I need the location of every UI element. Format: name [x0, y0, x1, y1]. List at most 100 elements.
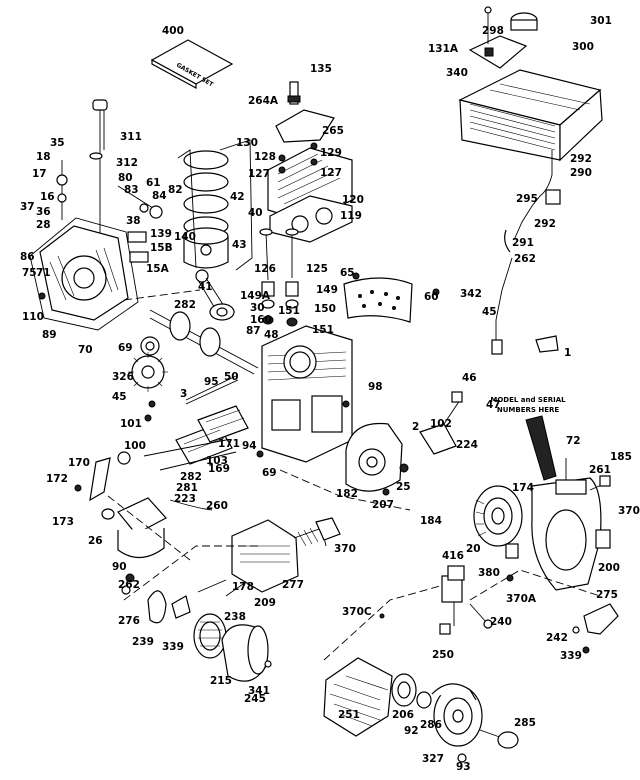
callout-label: 209 [254, 597, 276, 609]
callout-label: 100 [124, 440, 146, 452]
callout-label: 28 [36, 219, 51, 231]
callout-label: 3 [180, 388, 187, 400]
callout-label: 416 [442, 550, 464, 562]
callout-label: 103 [206, 455, 228, 467]
callout-label: 36 [36, 206, 51, 218]
callout-label: 277 [282, 579, 304, 591]
callout-label: 139 [150, 228, 172, 240]
callout-label: 140 [174, 231, 196, 243]
governor-linkage [56, 160, 163, 263]
assembly-guide-lines [107, 139, 601, 661]
callout-label: 292 [534, 218, 556, 230]
callout-label: 87 [246, 325, 261, 337]
callout-label: 75 [22, 267, 37, 279]
callout-label: 301 [590, 15, 612, 27]
model-serial-note: MODEL and SERIAL NUMBERS HERE [490, 396, 566, 481]
callout-label: 20 [466, 543, 481, 555]
callout-label: 282 [180, 471, 202, 483]
air-baffle [343, 277, 413, 323]
callout-label: 129 [320, 147, 342, 159]
callout-label: 47 [486, 399, 501, 411]
callout-label: 149 [316, 284, 338, 296]
callout-label: 174 [512, 482, 534, 494]
callout-label: 380 [478, 567, 500, 579]
callout-label: 206 [392, 709, 414, 721]
callout-label: 61 [146, 177, 161, 189]
callout-label: 281 [176, 482, 198, 494]
callout-label: 264A [248, 95, 279, 107]
callout-label: 282 [174, 299, 196, 311]
ignition-coil [439, 565, 493, 635]
callout-label: 326 [112, 371, 134, 383]
callout-label: 265 [322, 125, 344, 137]
callout-label: 40 [248, 207, 263, 219]
cylinder-head [267, 147, 353, 243]
callout-label: 169 [208, 463, 230, 475]
hardware-fasteners [38, 272, 514, 619]
model-serial-note-line-2: NUMBERS HERE [497, 406, 560, 414]
callout-label: 131A [428, 43, 459, 55]
callout-label: 126 [254, 263, 276, 275]
callout-label: 92 [404, 725, 419, 737]
callout-label: 251 [338, 709, 360, 721]
callout-label: 239 [132, 636, 154, 648]
callout-label: 119 [340, 210, 362, 222]
callout-label: 149A [240, 290, 271, 302]
callout-label: 298 [482, 25, 504, 37]
callout-label: 82 [168, 184, 183, 196]
callout-label: 275 [596, 589, 618, 601]
callout-label: 93 [456, 761, 471, 773]
callout-label: 262 [514, 253, 536, 265]
callout-label: 16 [40, 191, 55, 203]
air-cleaner-assembly [121, 579, 272, 682]
callout-label: 339 [560, 650, 582, 662]
callout-label: 80 [118, 172, 133, 184]
callout-label: 151 [278, 305, 300, 317]
callout-label: 35 [50, 137, 65, 149]
callout-label: 95 [204, 376, 219, 388]
callout-label: 178 [232, 581, 254, 593]
callout-label: 370A [506, 593, 537, 605]
callout-label: 339 [162, 641, 184, 653]
callout-label: 135 [310, 63, 332, 75]
callout-label: 90 [112, 561, 127, 573]
callout-label: 38 [126, 215, 141, 227]
callout-label: 72 [566, 435, 581, 447]
callout-label: 26 [88, 535, 103, 547]
callout-label: 70 [78, 344, 93, 356]
callout-label: 151 [312, 324, 334, 336]
callout-label: 295 [516, 193, 538, 205]
breather-assembly [419, 391, 463, 455]
callout-label: 15A [146, 263, 170, 275]
control-bracket [572, 603, 619, 654]
callout-label: 46 [462, 372, 477, 384]
callout-label: 370B [618, 505, 640, 517]
callout-label: 98 [368, 381, 383, 393]
callout-label: 285 [514, 717, 536, 729]
callout-label: 160 [250, 314, 272, 326]
callout-label: 42 [230, 191, 245, 203]
callout-label: 60 [424, 291, 439, 303]
callout-label: 182 [336, 488, 358, 500]
callout-label: 69 [118, 342, 133, 354]
callout-label: 127 [320, 167, 342, 179]
callout-label: 260 [206, 500, 228, 512]
callout-label: 94 [242, 440, 257, 452]
dipstick [89, 99, 108, 240]
callout-label: 65 [340, 267, 355, 279]
callout-label: 102 [430, 418, 452, 430]
callout-label: 245 [244, 693, 266, 705]
crankshaft [140, 309, 259, 375]
callout-label: 89 [42, 329, 57, 341]
callout-label: 311 [120, 131, 142, 143]
callout-label: 291 [512, 237, 534, 249]
callout-label: 50 [224, 371, 239, 383]
callout-label: 130 [236, 137, 258, 149]
callout-label: 223 [174, 493, 196, 505]
callout-label: 286 [420, 719, 442, 731]
crankcase-cover [29, 217, 139, 331]
carburetor-assembly [143, 375, 249, 471]
spark-plug-and-cover [275, 81, 335, 174]
